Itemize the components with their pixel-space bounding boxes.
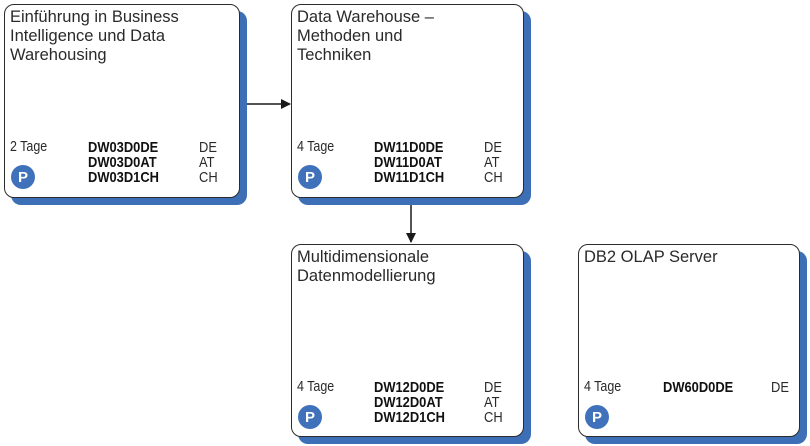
- card-body: Multidimensionale Datenmodellierung 4 Ta…: [291, 244, 524, 437]
- course-code[interactable]: DW11D1CH: [374, 169, 445, 186]
- card-body: Einführung in Business Intelligence und …: [4, 4, 240, 198]
- code-row: DW60D0DE DE: [663, 379, 789, 396]
- course-title: Multidimensionale Datenmodellierung: [297, 248, 436, 285]
- course-title: DB2 OLAP Server: [584, 248, 718, 266]
- country-code: DE: [484, 379, 502, 396]
- course-card-db2-olap[interactable]: DB2 OLAP Server 4 Tage P DW60D0DE DE: [578, 244, 807, 444]
- course-codes: DW03D0DE DE DW03D0AT AT DW03D1CH CH: [88, 139, 218, 186]
- p-badge-icon: P: [298, 405, 322, 429]
- course-title: Data Warehouse – Methoden und Techniken: [297, 8, 434, 64]
- course-card-intro-bi[interactable]: Einführung in Business Intelligence und …: [4, 4, 247, 205]
- course-duration: 2 Tage: [10, 139, 48, 155]
- course-codes: DW60D0DE DE: [663, 379, 789, 396]
- course-code[interactable]: DW03D0AT: [88, 154, 157, 171]
- course-code[interactable]: DW60D0DE: [663, 379, 734, 396]
- country-code: CH: [484, 409, 503, 426]
- course-duration: 4 Tage: [297, 379, 335, 395]
- course-card-multidim-modeling[interactable]: Multidimensionale Datenmodellierung 4 Ta…: [291, 244, 531, 444]
- country-code: CH: [484, 169, 503, 186]
- country-code: DE: [771, 379, 789, 396]
- code-row: DW12D0AT AT: [374, 394, 500, 411]
- card-body: DB2 OLAP Server 4 Tage P DW60D0DE DE: [578, 244, 800, 437]
- code-row: DW03D0AT AT: [88, 154, 215, 171]
- country-code: AT: [199, 154, 215, 171]
- course-code[interactable]: DW03D1CH: [88, 169, 159, 186]
- country-code: DE: [199, 139, 217, 156]
- course-card-dw-methods[interactable]: Data Warehouse – Methoden und Techniken …: [291, 4, 531, 205]
- code-row: DW03D1CH CH: [88, 169, 218, 186]
- code-row: DW12D1CH CH: [374, 409, 503, 426]
- p-badge-icon: P: [298, 165, 322, 189]
- code-row: DW11D1CH CH: [374, 169, 503, 186]
- country-code: DE: [484, 139, 502, 156]
- country-code: AT: [484, 394, 500, 411]
- course-code[interactable]: DW12D0DE: [374, 379, 445, 396]
- code-row: DW03D0DE DE: [88, 139, 217, 156]
- course-code[interactable]: DW11D0DE: [374, 139, 444, 156]
- course-codes: DW12D0DE DE DW12D0AT AT DW12D1CH CH: [374, 379, 503, 426]
- code-row: DW11D0DE DE: [374, 139, 502, 156]
- p-badge-icon: P: [585, 405, 609, 429]
- country-code: AT: [484, 154, 500, 171]
- code-row: DW11D0AT AT: [374, 154, 500, 171]
- course-code[interactable]: DW12D0AT: [374, 394, 443, 411]
- code-row: DW12D0DE DE: [374, 379, 502, 396]
- course-code[interactable]: DW11D0AT: [374, 154, 442, 171]
- course-code[interactable]: DW03D0DE: [88, 139, 159, 156]
- course-duration: 4 Tage: [297, 139, 335, 155]
- country-code: CH: [199, 169, 218, 186]
- course-codes: DW11D0DE DE DW11D0AT AT DW11D1CH CH: [374, 139, 503, 186]
- p-badge-icon: P: [11, 165, 35, 189]
- course-code[interactable]: DW12D1CH: [374, 409, 445, 426]
- card-body: Data Warehouse – Methoden und Techniken …: [291, 4, 524, 198]
- course-duration: 4 Tage: [584, 379, 622, 395]
- course-title: Einführung in Business Intelligence und …: [10, 8, 179, 64]
